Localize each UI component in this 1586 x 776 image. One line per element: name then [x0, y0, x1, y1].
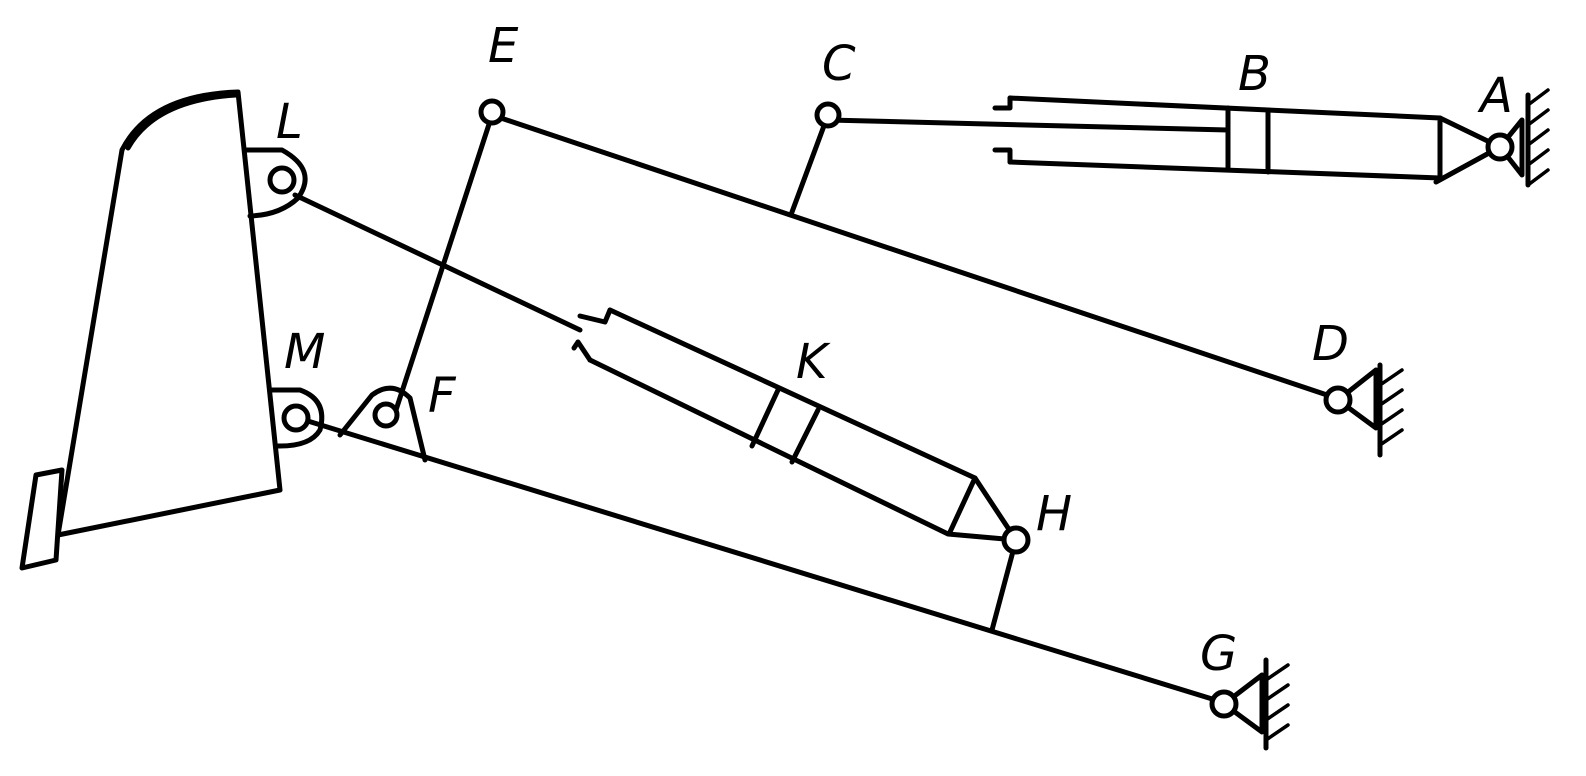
lower-arm-m-g	[295, 415, 1225, 705]
pin-l	[267, 165, 297, 195]
cylinder-upper	[825, 95, 1503, 185]
link-c-arm	[789, 112, 831, 215]
ground-support-a	[1497, 88, 1550, 188]
label-m: M	[284, 324, 325, 380]
pin-e	[478, 98, 506, 126]
pin-g	[1209, 689, 1239, 719]
label-e: E	[488, 18, 519, 74]
lift-arm-e-d	[489, 112, 1339, 401]
label-l: L	[276, 94, 303, 150]
label-f: F	[428, 368, 457, 424]
bracket-f	[337, 385, 428, 463]
label-d: D	[1312, 316, 1349, 372]
link-h-arm	[989, 537, 1019, 633]
pin-a	[1485, 132, 1515, 162]
pin-h	[1001, 525, 1031, 555]
pin-d	[1323, 385, 1353, 415]
ground-support-d	[1335, 362, 1404, 458]
bucket	[19, 89, 325, 571]
label-c: C	[822, 36, 856, 92]
label-b: B	[1238, 46, 1271, 102]
label-k: K	[796, 334, 831, 390]
ground-support-g	[1221, 657, 1290, 751]
pin-c	[814, 101, 842, 129]
cylinder-lower	[571, 307, 1019, 543]
label-h: H	[1036, 486, 1072, 542]
link-e-f	[393, 112, 495, 413]
label-g: G	[1200, 626, 1237, 682]
pin-f	[372, 401, 400, 429]
pin-m	[281, 403, 311, 433]
link-l-h	[292, 192, 583, 333]
label-a: A	[1477, 68, 1513, 124]
